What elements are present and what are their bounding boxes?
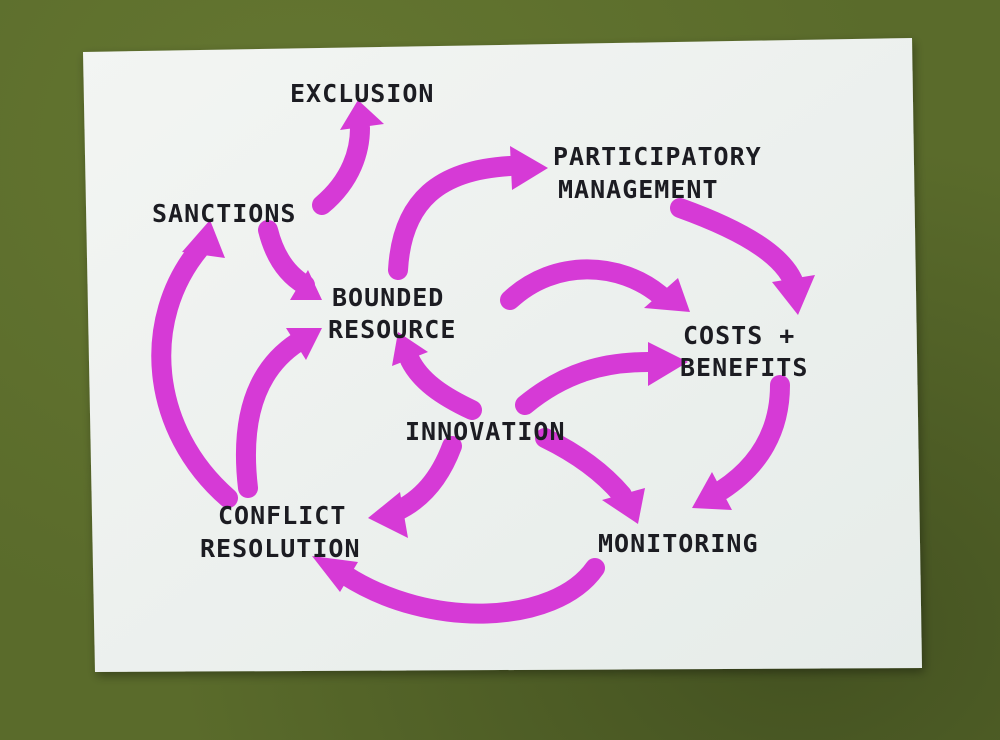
arrowhead-bounded-from-innovation: [392, 332, 428, 366]
node-conflict-line2: RESOLUTION: [200, 534, 361, 563]
arrowhead-monitoring-from-costs: [692, 472, 732, 510]
arrowhead-monitoring-from-innovation: [602, 488, 645, 524]
node-bounded-line1: BOUNDED: [332, 283, 444, 312]
edge-monitoring-conflict: [335, 558, 605, 624]
edge-innovation-costs: [515, 352, 658, 415]
arrowhead-bounded-from-sanctions: [290, 270, 322, 300]
edge-innovation-conflict: [385, 436, 462, 522]
node-sanctions: SANCTIONS: [152, 199, 296, 228]
edge-innovation-monitoring: [535, 428, 632, 505]
edge-bounded-participatory: [388, 156, 520, 280]
node-bounded-line2: RESOURCE: [328, 315, 456, 344]
edge-sanctions-exclusion: [312, 118, 370, 215]
paper-sheet: [83, 38, 922, 672]
node-innovation: INNOVATION: [405, 417, 566, 446]
arrowhead-costs-from-participatory: [772, 275, 815, 315]
edge-sanctions-bounded: [258, 220, 315, 295]
arrowhead-costs-from-innovation: [648, 342, 688, 386]
node-costs-line2: BENEFITS: [680, 353, 808, 382]
labels-layer: EXCLUSION SANCTIONS PARTICIPATORY MANAGE…: [152, 79, 808, 563]
node-monitoring: MONITORING: [598, 529, 759, 558]
node-participatory-line1: PARTICIPATORY: [553, 142, 762, 171]
node-costs-line1: COSTS +: [683, 321, 795, 350]
arrowhead-sanctions-from-conflict: [182, 220, 225, 258]
edge-bounded-costs: [500, 259, 670, 310]
node-participatory-line2: MANAGEMENT: [558, 175, 719, 204]
arrowhead-costs-from-bounded: [644, 278, 690, 312]
arrowhead-bounded-from-conflict: [286, 328, 322, 360]
arrows-layer: [151, 100, 815, 624]
node-exclusion: EXCLUSION: [290, 79, 434, 108]
node-conflict-line1: CONFLICT: [218, 501, 346, 530]
arrowhead-participatory: [510, 146, 548, 190]
arrowhead-conflict-from-innovation: [368, 492, 408, 538]
edge-conflict-bounded: [235, 332, 308, 498]
arrowhead-conflict-from-monitoring: [312, 556, 358, 592]
arrowhead-exclusion: [340, 100, 384, 130]
edge-costs-monitoring: [712, 375, 790, 500]
edge-innovation-bounded: [400, 350, 482, 420]
edge-conflict-sanctions: [151, 238, 238, 508]
